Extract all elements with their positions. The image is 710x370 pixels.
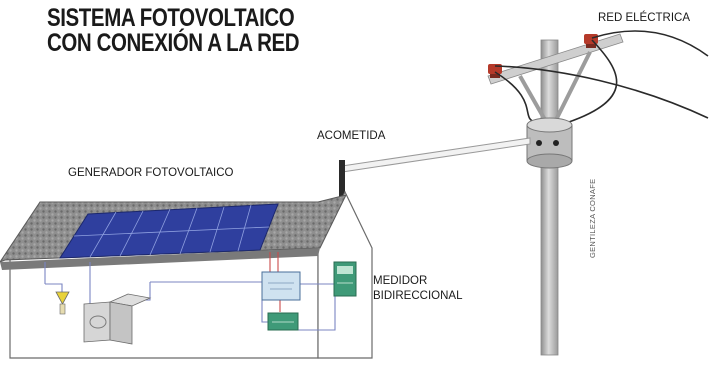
power-unit bbox=[267, 312, 299, 331]
title-line-2: CON CONEXIÓN A LA RED bbox=[47, 29, 300, 57]
label-meter-line1: MEDIDOR bbox=[373, 275, 428, 287]
light-bulb-icon bbox=[55, 291, 70, 315]
solar-panels bbox=[59, 203, 279, 259]
label-meter-line2: BIDIRECCIONAL bbox=[373, 290, 463, 302]
label-pv-generator: GENERADOR FOTOVOLTAICO bbox=[68, 167, 234, 179]
title-line-1: SISTEMA FOTOVOLTAICO bbox=[47, 4, 295, 32]
label-grid: RED ELÉCTRICA bbox=[598, 12, 691, 24]
appliance-box bbox=[83, 293, 152, 345]
label-service-drop: ACOMETIDA bbox=[317, 130, 386, 142]
inverter-box bbox=[261, 271, 301, 301]
bidirectional-meter bbox=[333, 261, 357, 297]
transformer bbox=[526, 117, 573, 169]
credit-label: GENTILEZA CONAFE bbox=[588, 178, 597, 258]
